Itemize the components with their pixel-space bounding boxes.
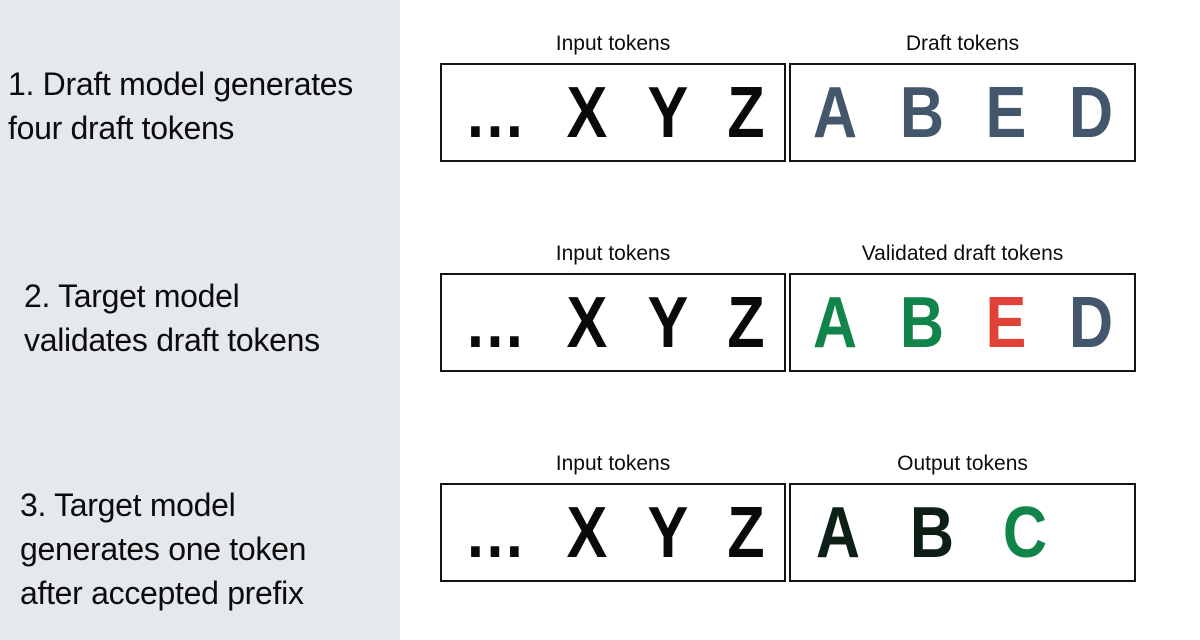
validated-tokens-label: Validated draft tokens: [861, 242, 1064, 265]
step-1-description: 1. Draft model generates four draft toke…: [8, 62, 353, 150]
ellipsis-token: …: [464, 282, 525, 363]
output-token-new: C: [1003, 492, 1047, 573]
row-1-boxes: … X Y Z A B E D: [440, 63, 1140, 162]
row-validation: Input tokens Validated draft tokens … X …: [440, 241, 1140, 372]
input-tokens-label: Input tokens: [555, 32, 671, 55]
step-2-description: 2. Target model validates draft tokens: [24, 274, 320, 362]
row-output: Input tokens Output tokens … X Y Z A B C: [440, 451, 1140, 582]
output-tokens-label: Output tokens: [897, 452, 1028, 475]
validated-token-unreached: D: [1068, 282, 1113, 363]
output-token-prefix: A: [816, 492, 860, 573]
step-3-line: generates one token: [20, 531, 307, 567]
validated-token-accepted: B: [899, 282, 943, 363]
ellipsis-token: …: [464, 492, 525, 573]
ellipsis-token: …: [464, 72, 525, 153]
input-tokens-box: … X Y Z: [440, 483, 786, 582]
step-3-line: 3. Target model: [20, 487, 236, 523]
step-1-line: four draft tokens: [8, 110, 235, 146]
draft-token: D: [1068, 72, 1113, 153]
step-3-description: 3. Target model generates one token afte…: [20, 483, 306, 615]
validated-token-rejected: E: [985, 282, 1027, 363]
draft-token: B: [899, 72, 943, 153]
input-token: X: [566, 492, 608, 573]
row-draft-generation: Input tokens Draft tokens … X Y Z A B E …: [440, 31, 1140, 162]
steps-panel: 1. Draft model generates four draft toke…: [0, 0, 400, 640]
input-tokens-box: … X Y Z: [440, 273, 786, 372]
input-tokens-label: Input tokens: [555, 242, 671, 265]
validated-tokens-box: A B E D: [789, 273, 1136, 372]
row-3-boxes: … X Y Z A B C: [440, 483, 1140, 582]
step-2-line: 2. Target model: [24, 278, 240, 314]
input-token: Y: [647, 282, 688, 363]
input-token: Z: [727, 72, 765, 153]
draft-token: A: [812, 72, 857, 153]
input-tokens-box: … X Y Z: [440, 63, 786, 162]
input-token: Z: [727, 282, 765, 363]
row-1-labels: Input tokens Draft tokens: [440, 31, 1140, 57]
row-2-labels: Input tokens Validated draft tokens: [440, 241, 1140, 267]
input-token: Y: [647, 72, 688, 153]
input-token: X: [566, 282, 608, 363]
input-token: Y: [647, 492, 688, 573]
step-2-line: validates draft tokens: [24, 322, 320, 358]
input-token: Z: [727, 492, 765, 573]
validated-token-accepted: A: [812, 282, 857, 363]
row-3-labels: Input tokens Output tokens: [440, 451, 1140, 477]
input-tokens-label: Input tokens: [555, 452, 671, 475]
output-tokens-box: A B C: [789, 483, 1136, 582]
draft-tokens-label: Draft tokens: [905, 32, 1020, 55]
row-2-boxes: … X Y Z A B E D: [440, 273, 1140, 372]
draft-token: E: [985, 72, 1027, 153]
output-token-prefix: B: [909, 492, 954, 573]
step-3-line: after accepted prefix: [20, 575, 304, 611]
step-1-line: 1. Draft model generates: [8, 66, 353, 102]
draft-tokens-box: A B E D: [789, 63, 1136, 162]
input-token: X: [566, 72, 608, 153]
